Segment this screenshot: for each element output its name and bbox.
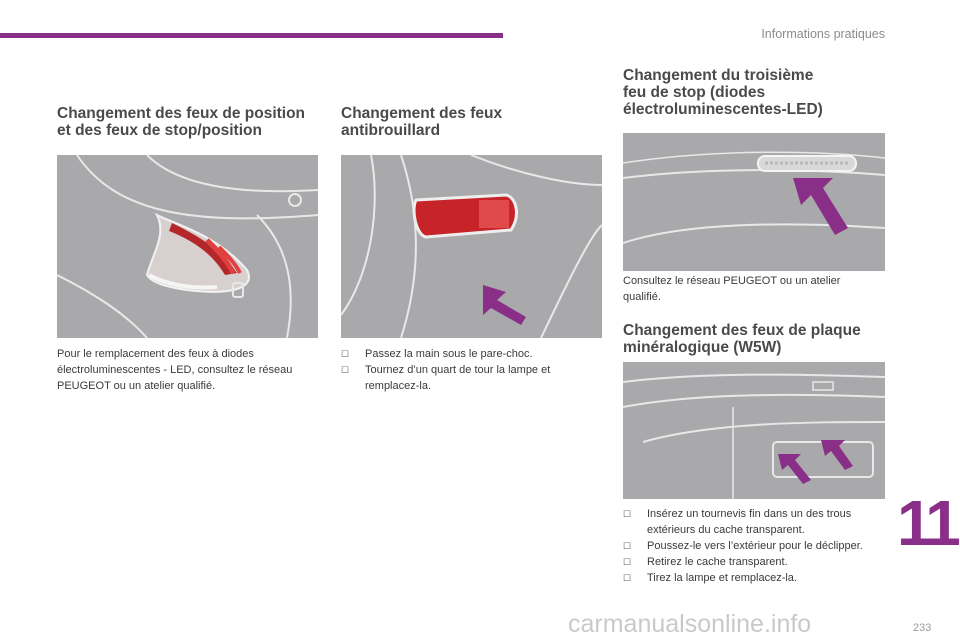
checkbox-icon: ☐ — [341, 365, 350, 375]
list-item: ☐Retirez le cache transparent. — [623, 556, 788, 568]
page-number: 233 — [913, 622, 932, 634]
checkbox-icon: ☐ — [623, 509, 632, 519]
third-brake-light-text: Consultez le réseau PEUGEOT ou un atelie… — [623, 275, 841, 303]
fog-lights-steps: ☐Passez la main sous le pare-choc. ☐Tour… — [341, 346, 581, 394]
heading-plate-lights: Changement des feux de plaque minéralogi… — [623, 322, 861, 356]
heading-third-brake-light: Changement du troisième feu de stop (dio… — [623, 67, 823, 118]
list-item: ☐Tirez la lampe et remplacez-la. — [623, 572, 797, 584]
fog-lamp-photo — [341, 155, 602, 338]
checkbox-icon: ☐ — [623, 557, 632, 567]
rear-lamp-photo — [57, 155, 318, 338]
section-title: Informations pratiques — [761, 27, 885, 41]
plate-lights-steps: ☐Insérez un tournevis fin dans un des tr… — [623, 506, 878, 586]
chapter-number: 11 — [897, 487, 960, 559]
checkbox-icon: ☐ — [623, 573, 632, 583]
heading-position-lights: Changement des feux de position et des f… — [57, 105, 306, 139]
third-brake-light-photo — [623, 133, 885, 271]
list-item: ☐Tournez d’un quart de tour la lampe et … — [341, 364, 551, 392]
list-item: ☐Poussez-le vers l’extérieur pour le déc… — [623, 540, 863, 552]
top-accent-bar — [0, 33, 503, 38]
list-item: ☐Insérez un tournevis fin dans un des tr… — [623, 508, 852, 536]
list-item: ☐Passez la main sous le pare-choc. — [341, 348, 533, 360]
checkbox-icon: ☐ — [623, 541, 632, 551]
heading-fog-lights: Changement des feux antibrouillard — [341, 105, 503, 139]
watermark: carmanualsonline.info — [568, 610, 812, 638]
plate-lights-photo — [623, 362, 885, 499]
checkbox-icon: ☐ — [341, 349, 350, 359]
position-lights-text: Pour le remplacement des feux à diodes é… — [57, 348, 293, 392]
